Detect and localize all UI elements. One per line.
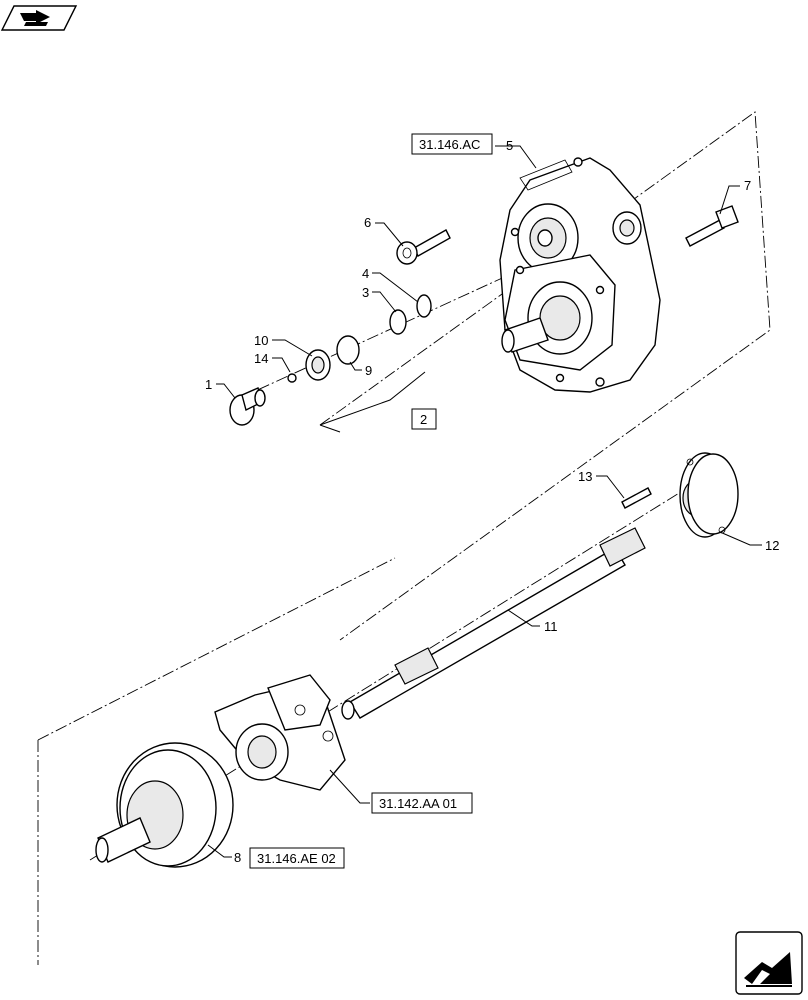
bolt-6-part[interactable]	[396, 229, 451, 265]
group-bracket	[319, 371, 426, 433]
ref-clutch[interactable]: 31.146.AE 02	[249, 847, 345, 869]
label-9: 9	[365, 363, 372, 378]
clutch-8-part[interactable]	[95, 742, 234, 868]
cap-1-part[interactable]	[229, 387, 266, 426]
label-2: 2	[420, 412, 427, 427]
label-12: 12	[765, 538, 779, 553]
label-3: 3	[362, 285, 369, 300]
group-2-box: 2	[411, 408, 437, 430]
ref-clutch-label: 31.146.AE 02	[257, 851, 336, 866]
screw-13-part[interactable]	[621, 487, 652, 509]
ring-4-part[interactable]	[416, 294, 432, 318]
gearbox-part[interactable]	[499, 157, 661, 393]
label-14: 14	[254, 351, 268, 366]
label-13: 13	[578, 469, 592, 484]
label-7: 7	[744, 178, 751, 193]
label-10: 10	[254, 333, 268, 348]
ball-14-part[interactable]	[287, 373, 297, 383]
next-page-arrow-icon[interactable]	[735, 931, 803, 995]
label-5: 5	[506, 138, 513, 153]
bushing-10-part[interactable]	[305, 349, 331, 381]
label-11: 11	[544, 619, 558, 634]
pto-housing-part[interactable]	[214, 674, 346, 791]
shaft-11-part[interactable]	[341, 527, 646, 720]
ref-gearbox[interactable]: 31.146.AC	[411, 133, 493, 155]
label-4: 4	[362, 266, 369, 281]
ref-pto-housing-label: 31.142.AA 01	[379, 796, 457, 811]
label-1: 1	[205, 377, 212, 392]
lower-boundary-line	[37, 557, 396, 965]
ref-pto-housing[interactable]: 31.142.AA 01	[371, 792, 473, 814]
flange-12-part[interactable]	[679, 452, 739, 538]
label-6: 6	[364, 215, 371, 230]
ref-gearbox-label: 31.146.AC	[419, 137, 480, 152]
ring-3-part[interactable]	[389, 309, 407, 335]
previous-page-arrow-icon[interactable]	[0, 5, 78, 31]
o-ring-9-part[interactable]	[336, 335, 360, 365]
label-8: 8	[234, 850, 241, 865]
bolt-7-part[interactable]	[685, 205, 739, 247]
leader-lines	[207, 145, 762, 858]
